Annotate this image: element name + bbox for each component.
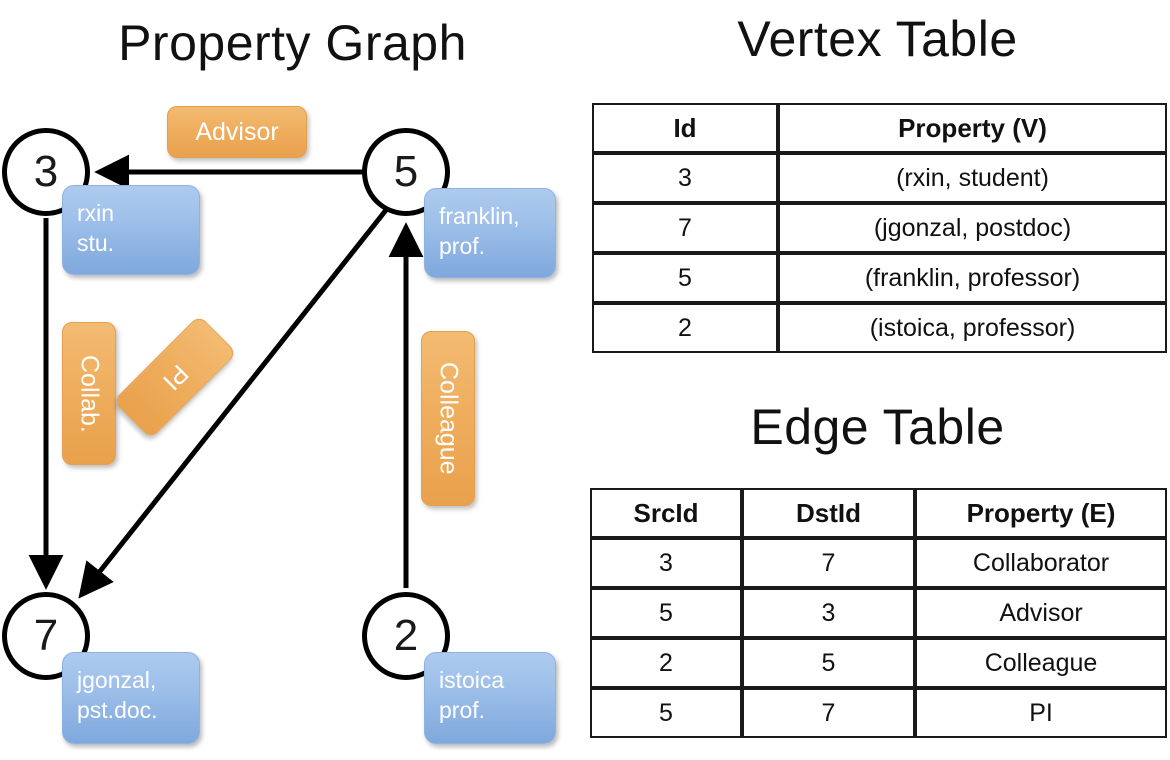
vertex-property-line-2: prof.	[439, 233, 486, 259]
edge-5-to-7	[78, 203, 392, 599]
vertex-property-line-1: franklin,	[439, 203, 520, 229]
table-row: 3 (rxin, student)	[592, 153, 1167, 203]
table-row: 3 7 Collaborator	[590, 538, 1167, 588]
vertex-cell-id: 2	[592, 303, 778, 353]
vertex-property-line-1: jgonzal,	[77, 667, 157, 693]
graph-edges-svg	[28, 154, 424, 599]
edge-header-dstid: DstId	[742, 488, 915, 538]
vertex-header-id: Id	[592, 103, 778, 153]
edge-label-advisor-text: Advisor	[195, 117, 279, 146]
edge-cell-dstid: 7	[742, 538, 915, 588]
edge-cell-property: Colleague	[915, 638, 1167, 688]
edge-cell-dstid: 3	[742, 588, 915, 638]
table-row: 7 (jgonzal, postdoc)	[592, 203, 1167, 253]
vertex-header-property: Property (V)	[778, 103, 1167, 153]
edge-cell-srcid: 5	[590, 588, 742, 638]
vertex-property-line-1: rxin	[77, 200, 115, 226]
edge-header-property: Property (E)	[915, 488, 1167, 538]
edge-cell-property: Collaborator	[915, 538, 1167, 588]
edge-cell-srcid: 2	[590, 638, 742, 688]
vertex-property-box-5: franklin, prof.	[424, 188, 556, 278]
edge-header-srcid: SrcId	[590, 488, 742, 538]
edge-cell-dstid: 7	[742, 688, 915, 738]
table-row: 2 (istoica, professor)	[592, 303, 1167, 353]
vertex-cell-property: (jgonzal, postdoc)	[778, 203, 1167, 253]
vertex-cell-id: 5	[592, 253, 778, 303]
edge-label-pi-text: PI	[157, 359, 194, 396]
edge-label-colleague: Colleague	[421, 331, 475, 506]
property-graph-diagram: 3 5 7 2 rxin stu. franklin, prof. jgonza…	[2, 106, 556, 744]
table-header-row: SrcId DstId Property (E)	[590, 488, 1167, 538]
vertex-property-line-2: pst.doc.	[77, 697, 158, 723]
edge-cell-srcid: 3	[590, 538, 742, 588]
page-title-edge-table: Edge Table	[750, 399, 1005, 455]
edge-cell-property: Advisor	[915, 588, 1167, 638]
edge-label-advisor: Advisor	[167, 106, 307, 158]
vertex-cell-id: 3	[592, 153, 778, 203]
vertex-cell-property: (rxin, student)	[778, 153, 1167, 203]
vertex-cell-property: (franklin, professor)	[778, 253, 1167, 303]
edge-cell-srcid: 5	[590, 688, 742, 738]
edge-cell-dstid: 5	[742, 638, 915, 688]
page-title-property-graph: Property Graph	[118, 15, 467, 71]
edge-cell-property: PI	[915, 688, 1167, 738]
vertex-property-box-7: jgonzal, pst.doc.	[62, 652, 200, 744]
edge-label-collab-text: Collab.	[75, 354, 104, 433]
vertex-property-line-1: istoica	[439, 667, 505, 693]
table-header-row: Id Property (V)	[592, 103, 1167, 153]
table-row: 5 3 Advisor	[590, 588, 1167, 638]
edge-label-colleague-text: Colleague	[434, 362, 463, 475]
graph-node-2[interactable]: 2	[362, 592, 450, 680]
graph-node-5[interactable]: 5	[362, 128, 450, 216]
vertex-property-box-2: istoica prof.	[424, 652, 556, 744]
edge-table: SrcId DstId Property (E) 3 7 Collaborato…	[590, 488, 1167, 738]
table-row: 5 7 PI	[590, 688, 1167, 738]
vertex-property-line-2: stu.	[77, 230, 115, 256]
table-row: 5 (franklin, professor)	[592, 253, 1167, 303]
vertex-property-line-2: prof.	[439, 697, 486, 723]
vertex-cell-id: 7	[592, 203, 778, 253]
edge-label-collab: Collab.	[62, 322, 116, 465]
vertex-table: Id Property (V) 3 (rxin, student) 7 (jgo…	[592, 103, 1167, 353]
vertex-property-box-3: rxin stu.	[62, 185, 200, 275]
page-title-vertex-table: Vertex Table	[737, 11, 1018, 67]
table-row: 2 5 Colleague	[590, 638, 1167, 688]
vertex-cell-property: (istoica, professor)	[778, 303, 1167, 353]
